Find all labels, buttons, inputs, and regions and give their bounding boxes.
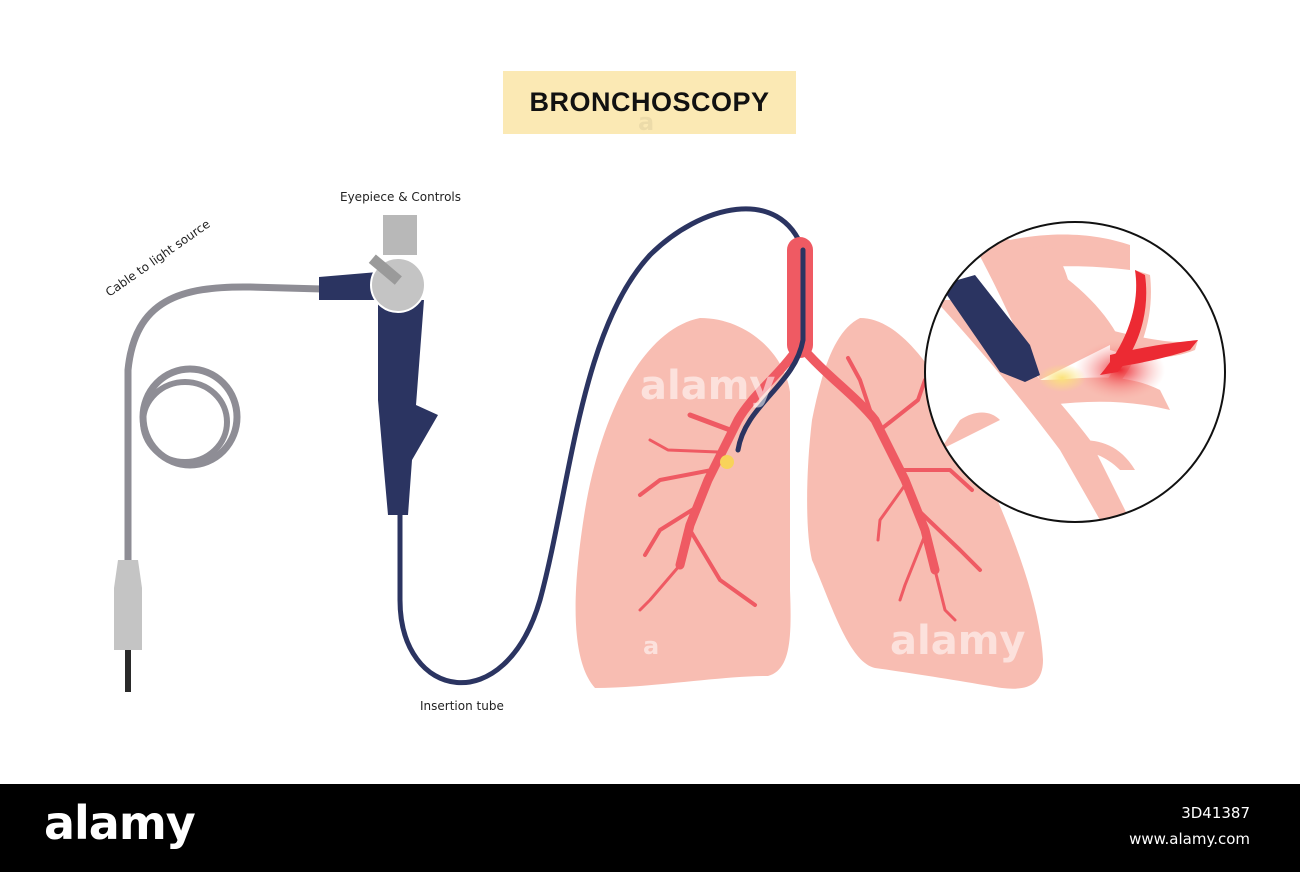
magnified-view bbox=[924, 221, 1226, 523]
diagram-canvas bbox=[114, 206, 1226, 692]
footer-image-id: 3D41387 bbox=[1181, 804, 1250, 822]
watermark-letter-lower: a bbox=[643, 632, 660, 660]
airway-tree bbox=[638, 237, 982, 622]
watermark-right-lung: alamy bbox=[890, 618, 1026, 664]
light-cable bbox=[114, 283, 326, 692]
title-banner: BRONCHOSCOPY bbox=[503, 71, 796, 134]
watermark-left-lung: alamy bbox=[640, 363, 776, 409]
light-port bbox=[319, 272, 382, 300]
footer-url: www.alamy.com bbox=[1129, 830, 1250, 848]
scope-light bbox=[720, 455, 734, 469]
light-connector bbox=[114, 560, 142, 650]
scope-tip-magnified bbox=[940, 275, 1040, 382]
footer-bar: alamy 3D41387 www.alamy.com bbox=[0, 784, 1300, 872]
eyepiece bbox=[383, 215, 417, 255]
label-eyepiece-controls: Eyepiece & Controls bbox=[340, 190, 461, 204]
label-insertion-tube: Insertion tube bbox=[420, 699, 504, 713]
page-title: BRONCHOSCOPY bbox=[529, 87, 770, 117]
watermark-letter-title: a bbox=[638, 108, 655, 136]
magnifier-ring bbox=[924, 221, 1226, 523]
connector-pin bbox=[125, 650, 131, 692]
left-lung bbox=[575, 318, 791, 688]
footer-logo: alamy bbox=[44, 796, 196, 850]
control-lever bbox=[368, 254, 402, 285]
scope-handle bbox=[319, 215, 438, 515]
